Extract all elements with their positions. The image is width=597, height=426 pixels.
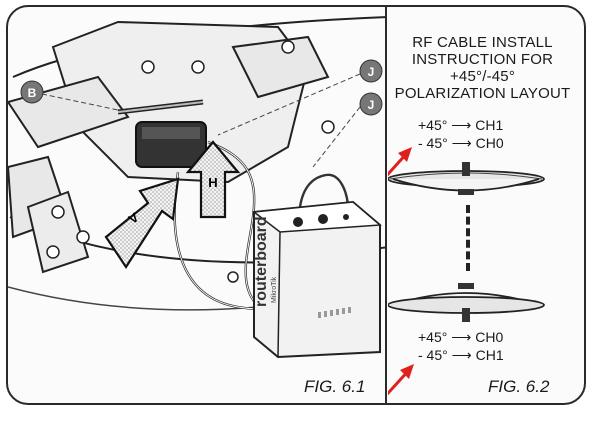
figure-divider xyxy=(385,5,387,405)
polarization-arrow-h: H xyxy=(185,140,241,219)
right-arrow-icon: ⟶ xyxy=(451,329,472,345)
title-line-1: RF CABLE INSTALL xyxy=(412,34,553,51)
bottom-channel-mapping: +45° ⟶ CH0 - 45° ⟶ CH1 xyxy=(418,328,504,364)
right-arrow-icon: ⟶ xyxy=(451,347,472,363)
svg-text:J: J xyxy=(368,65,375,79)
callout-b: B xyxy=(20,80,119,111)
svg-text:B: B xyxy=(28,86,37,100)
device-brand-label: routerboard xyxy=(253,216,270,307)
svg-text:J: J xyxy=(368,98,375,112)
figure-caption-6-2: FIG. 6.2 xyxy=(488,377,550,396)
polarization-arrow-v: V xyxy=(104,177,180,270)
dish-pair-illustration xyxy=(388,147,545,396)
dish-alignment-line xyxy=(466,205,470,271)
mapping-row: - 45° ⟶ CH1 xyxy=(418,347,504,363)
title-line-3: +45°/-45° xyxy=(449,68,516,85)
title-line-4: POLARIZATION LAYOUT xyxy=(394,85,571,102)
callout-j-upper: J xyxy=(217,59,383,136)
red-highlight-arrow-bottom xyxy=(388,364,414,396)
red-highlight-arrow-top xyxy=(388,147,412,177)
mapping-row: +45° ⟶ CH1 xyxy=(418,117,504,133)
mapping-row: +45° ⟶ CH0 xyxy=(418,329,504,345)
right-arrow-icon: ⟶ xyxy=(451,135,472,151)
right-arrow-icon: ⟶ xyxy=(451,117,472,133)
callout-j-lower: J xyxy=(312,92,383,168)
antenna-install-illustration: routerboard MikroTik H V B J J xyxy=(8,16,385,359)
mapping-row: - 45° ⟶ CH0 xyxy=(418,135,504,151)
title-line-2: INSTRUCTION FOR xyxy=(411,51,554,68)
polarization-title: RF CABLE INSTALL INSTRUCTION FOR +45°/-4… xyxy=(390,34,575,102)
top-channel-mapping: +45° ⟶ CH1 - 45° ⟶ CH0 xyxy=(418,116,504,152)
lower-dish xyxy=(388,283,545,322)
figure-caption-6-1: FIG. 6.1 xyxy=(304,377,366,396)
routerboard-device xyxy=(252,200,382,359)
arrow-h-letter: H xyxy=(208,175,217,190)
upper-dish xyxy=(388,162,545,195)
device-subtitle-label: MikroTik xyxy=(271,276,278,303)
